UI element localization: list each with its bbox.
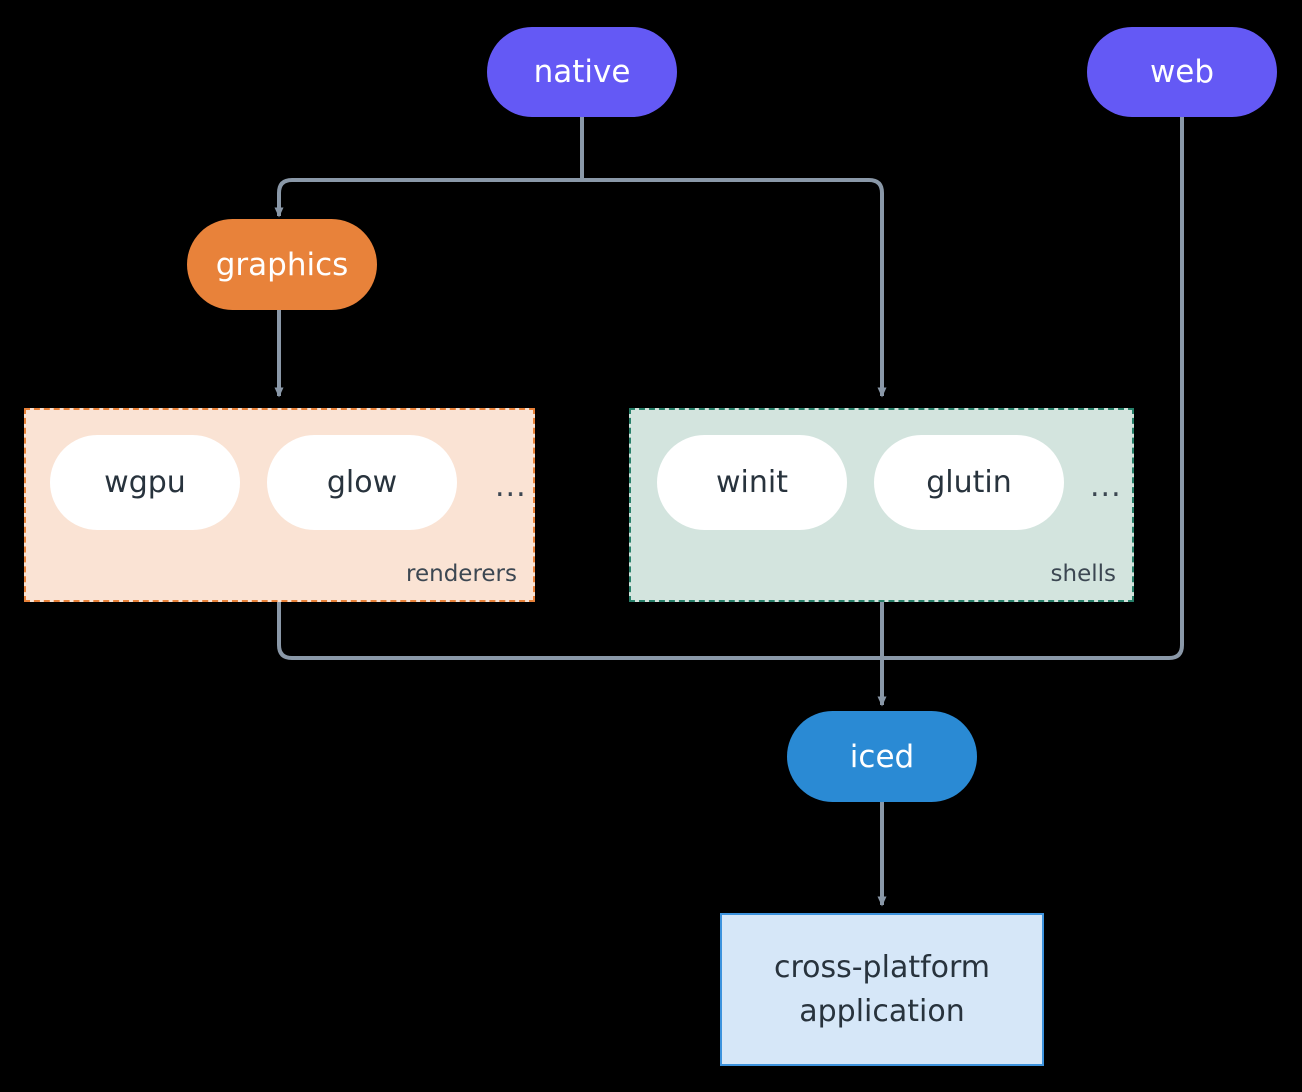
leaf-pill-wgpu-label: wgpu bbox=[104, 465, 186, 500]
edge-renderers-to-iced bbox=[277, 602, 882, 660]
leaf-pill-winit-label: winit bbox=[716, 465, 788, 500]
leaf-pill-glow[interactable]: glow bbox=[267, 435, 457, 530]
node-iced[interactable]: iced bbox=[787, 711, 977, 802]
cluster-shells-label: shells bbox=[1050, 561, 1116, 587]
node-iced-label: iced bbox=[849, 738, 915, 775]
leaf-pill-glow-label: glow bbox=[326, 465, 398, 500]
leaf-pill-winit[interactable]: winit bbox=[657, 435, 847, 530]
leaf-pill-wgpu[interactable]: wgpu bbox=[50, 435, 240, 530]
edge-native-to-graphics bbox=[274, 178, 582, 218]
node-native-label: native bbox=[533, 54, 631, 90]
node-native[interactable]: native bbox=[487, 27, 677, 117]
shells-overflow-ellipsis: ... bbox=[1090, 469, 1122, 504]
edge-native-to-shells bbox=[582, 178, 887, 398]
cluster-renderers-label: renderers bbox=[406, 561, 517, 587]
node-web-label: web bbox=[1149, 54, 1215, 90]
node-graphics[interactable]: graphics bbox=[187, 219, 377, 310]
node-application-label-line-2: application bbox=[799, 993, 965, 1029]
node-application-label-line-1: cross-platform bbox=[773, 950, 991, 985]
node-graphics-label: graphics bbox=[215, 246, 349, 283]
cluster-renderers: wgpu glow ... renderers bbox=[24, 408, 535, 602]
node-web[interactable]: web bbox=[1087, 27, 1277, 117]
leaf-pill-glutin-label: glutin bbox=[926, 465, 1012, 500]
leaf-pill-glutin[interactable]: glutin bbox=[874, 435, 1064, 530]
cluster-shells: winit glutin ... shells bbox=[629, 408, 1134, 602]
renderers-overflow-ellipsis: ... bbox=[495, 469, 527, 504]
node-cross-platform-application[interactable]: cross-platform application bbox=[720, 913, 1044, 1066]
